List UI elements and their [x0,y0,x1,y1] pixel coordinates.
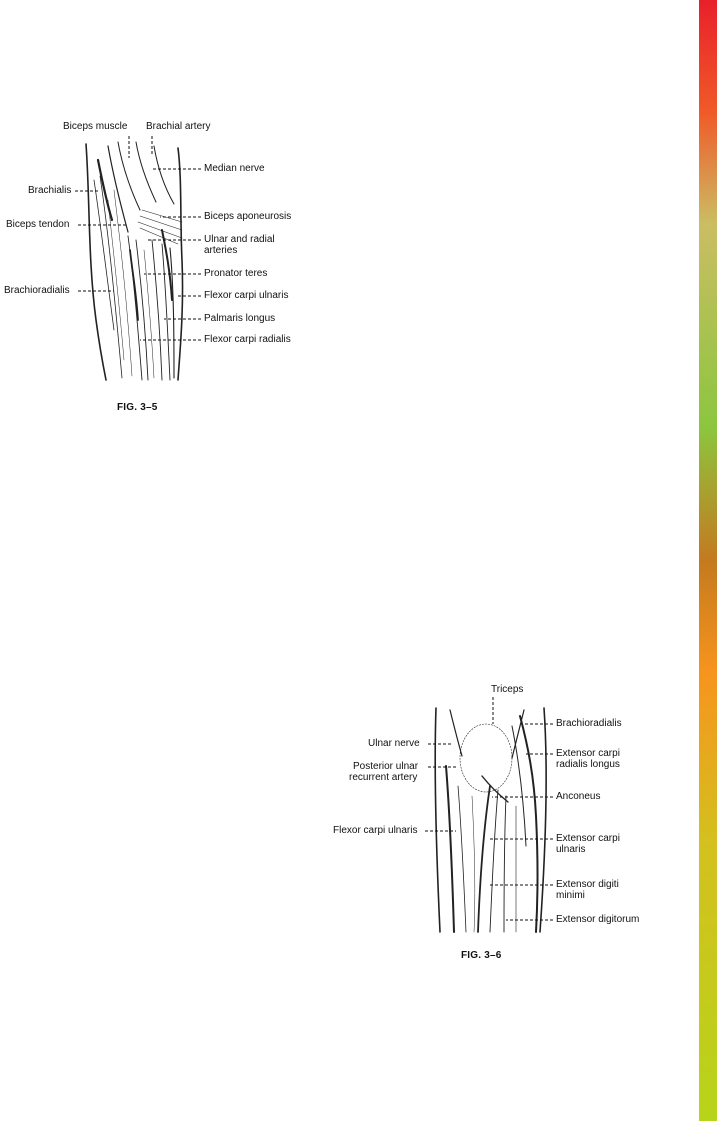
label-brachioradialis: Brachioradialis [4,285,70,296]
label-median-nerve: Median nerve [204,163,265,174]
label-palmaris-longus: Palmaris longus [204,313,276,324]
label-brachialis: Brachialis [28,185,72,196]
label-pronator-teres: Pronator teres [204,268,268,279]
label-posterior-ulnar-recurrent-artery-line1: Posterior ulnar [353,761,419,772]
label-flexor-carpi-ulnaris-posterior: Flexor carpi ulnaris [333,825,418,836]
label-biceps-muscle: Biceps muscle [63,121,128,132]
figure-caption-3-5: FIG. 3–5 [117,402,158,413]
figure-caption-3-6: FIG. 3–6 [461,950,502,961]
label-extensor-carpi-radialis-longus-line1: Extensor carpi [556,748,620,759]
label-ulnar-radial-arteries-line1: Ulnar and radial [204,234,275,245]
label-biceps-tendon: Biceps tendon [6,219,70,230]
forearm-posterior-illustration [434,707,547,933]
label-ulnar-radial-arteries-line2: arteries [204,245,238,256]
forearm-anterior-illustration [85,141,184,381]
label-triceps: Triceps [491,684,524,695]
label-extensor-carpi-ulnaris-line2: ulnaris [556,844,586,855]
label-flexor-carpi-ulnaris: Flexor carpi ulnaris [204,290,289,301]
label-extensor-digitorum: Extensor digitorum [556,914,640,925]
label-extensor-carpi-ulnaris-line1: Extensor carpi [556,833,620,844]
label-anconeus: Anconeus [556,791,601,802]
label-extensor-digiti-minimi-line1: Extensor digiti [556,879,619,890]
label-extensor-digiti-minimi-line2: minimi [556,890,585,901]
label-flexor-carpi-radialis: Flexor carpi radialis [204,334,291,345]
color-edge-bar [699,0,717,1121]
label-extensor-carpi-radialis-longus-line2: radialis longus [556,759,620,770]
label-biceps-aponeurosis: Biceps aponeurosis [204,211,292,222]
label-posterior-ulnar-recurrent-artery-line2: recurrent artery [349,772,418,783]
label-brachial-artery: Brachial artery [146,121,211,132]
label-ulnar-nerve: Ulnar nerve [368,738,420,749]
label-brachioradialis-posterior: Brachioradialis [556,718,622,729]
